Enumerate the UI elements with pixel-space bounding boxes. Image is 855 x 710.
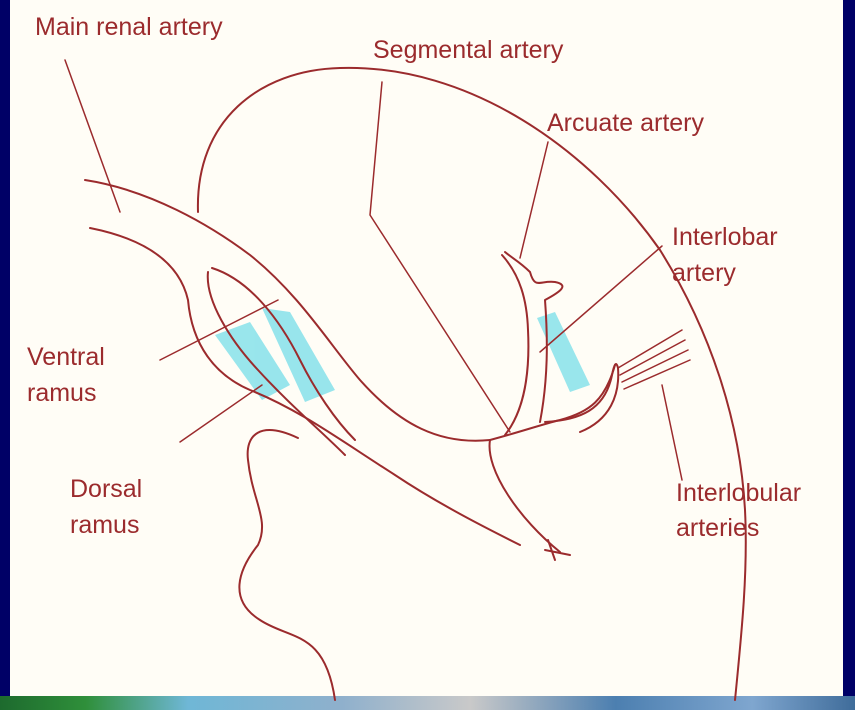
highlight-bands bbox=[215, 308, 590, 402]
main-renal-artery-upper bbox=[85, 180, 490, 441]
label-interlobular-line2: arteries bbox=[676, 513, 759, 543]
label-ventral-ramus-line2: ramus bbox=[27, 378, 96, 408]
leader-dorsal-ramus bbox=[180, 385, 262, 442]
label-interlobular-line1: Interlobular bbox=[676, 478, 801, 508]
label-ventral-ramus-line1: Ventral bbox=[27, 342, 105, 372]
label-main-renal-artery: Main renal artery bbox=[35, 12, 223, 42]
interlobar-artery-left bbox=[502, 255, 528, 435]
hilum-outline bbox=[239, 430, 335, 700]
label-dorsal-ramus-line2: ramus bbox=[70, 510, 139, 540]
leader-interlobular-arteries bbox=[662, 385, 682, 480]
dorsal-ramus-line bbox=[208, 272, 345, 455]
leader-arcuate-artery bbox=[520, 142, 548, 258]
label-arcuate-artery: Arcuate artery bbox=[547, 108, 704, 138]
interlobular-arteries bbox=[618, 330, 690, 389]
label-dorsal-ramus-line1: Dorsal bbox=[70, 474, 142, 504]
leader-interlobar-artery bbox=[540, 246, 662, 352]
label-segmental-artery: Segmental artery bbox=[373, 35, 563, 65]
leader-segmental-artery bbox=[370, 82, 510, 432]
label-interlobar-line2: artery bbox=[672, 258, 736, 288]
label-interlobar-line1: Interlobar bbox=[672, 222, 778, 252]
leader-main-renal-artery bbox=[65, 60, 120, 212]
